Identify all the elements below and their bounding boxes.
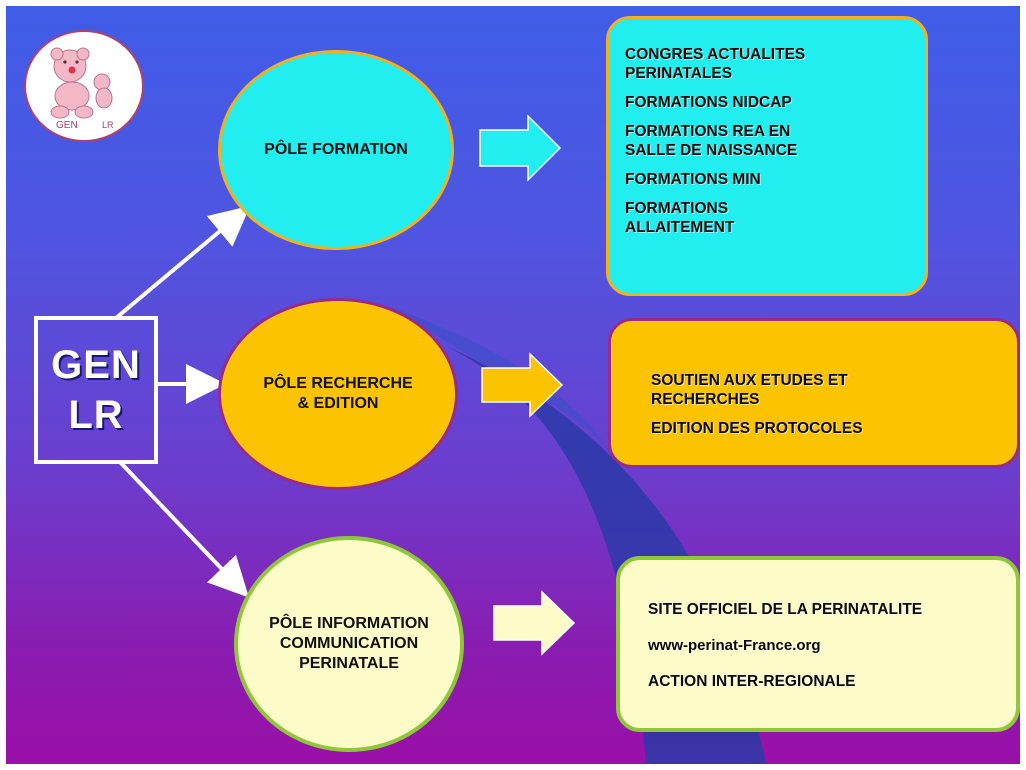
slide: GEN LR GEN LR PÔLE FORMATION PÔLE RECHER… <box>6 6 1020 764</box>
pole-information: PÔLE INFORMATION COMMUNICATION PERINATAL… <box>234 536 464 752</box>
block-arrow-information <box>493 590 576 656</box>
center-line2: LR <box>68 393 124 437</box>
box-formation: CONGRES ACTUALITES PERINATALES FORMATION… <box>606 16 928 296</box>
center-line1: GEN <box>51 343 141 387</box>
recherche-item-soutien: SOUTIEN AUX ETUDES ET RECHERCHES <box>651 372 848 408</box>
box-information: SITE OFFICIEL DE LA PERINATALITE www-per… <box>616 556 1020 732</box>
connector-arrows <box>114 205 251 598</box>
formation-item-rea: FORMATIONS REA EN SALLE DE NAISSANCE <box>625 123 798 159</box>
information-item-url: www-perinat-France.org <box>648 637 821 654</box>
pole-formation: PÔLE FORMATION <box>218 50 454 250</box>
gen-lr-logo: GEN LR <box>24 30 144 142</box>
block-arrow-formation <box>479 114 562 182</box>
pole-information-label: PÔLE INFORMATION COMMUNICATION PERINATAL… <box>269 615 429 672</box>
logo-text-left: GEN <box>56 120 78 131</box>
logo-text-right: LR <box>102 120 114 130</box>
teddy-bear-icon <box>50 47 113 119</box>
information-item-site: SITE OFFICIEL DE LA PERINATALITE <box>648 601 923 618</box>
box-recherche: SOUTIEN AUX ETUDES ET RECHERCHES EDITION… <box>608 318 1020 468</box>
information-item-action: ACTION INTER-REGIONALE <box>648 673 856 690</box>
block-arrow-recherche <box>481 352 564 418</box>
pole-recherche-label: PÔLE RECHERCHE & EDITION <box>263 375 413 412</box>
formation-item-nidcap: FORMATIONS NIDCAP <box>625 94 792 111</box>
formation-item-congres: CONGRES ACTUALITES PERINATALES <box>625 46 806 82</box>
arrow-to-formation <box>114 205 251 320</box>
formation-item-allaitement: FORMATIONS ALLAITEMENT <box>625 200 735 236</box>
pole-formation-label: PÔLE FORMATION <box>264 141 408 158</box>
recherche-item-edition: EDITION DES PROTOCOLES <box>651 420 863 437</box>
formation-item-min: FORMATIONS MIN <box>625 171 761 188</box>
arrow-to-information <box>118 460 250 598</box>
pole-recherche: PÔLE RECHERCHE & EDITION <box>218 298 458 490</box>
gen-lr-center-box: GEN LR <box>34 316 158 464</box>
